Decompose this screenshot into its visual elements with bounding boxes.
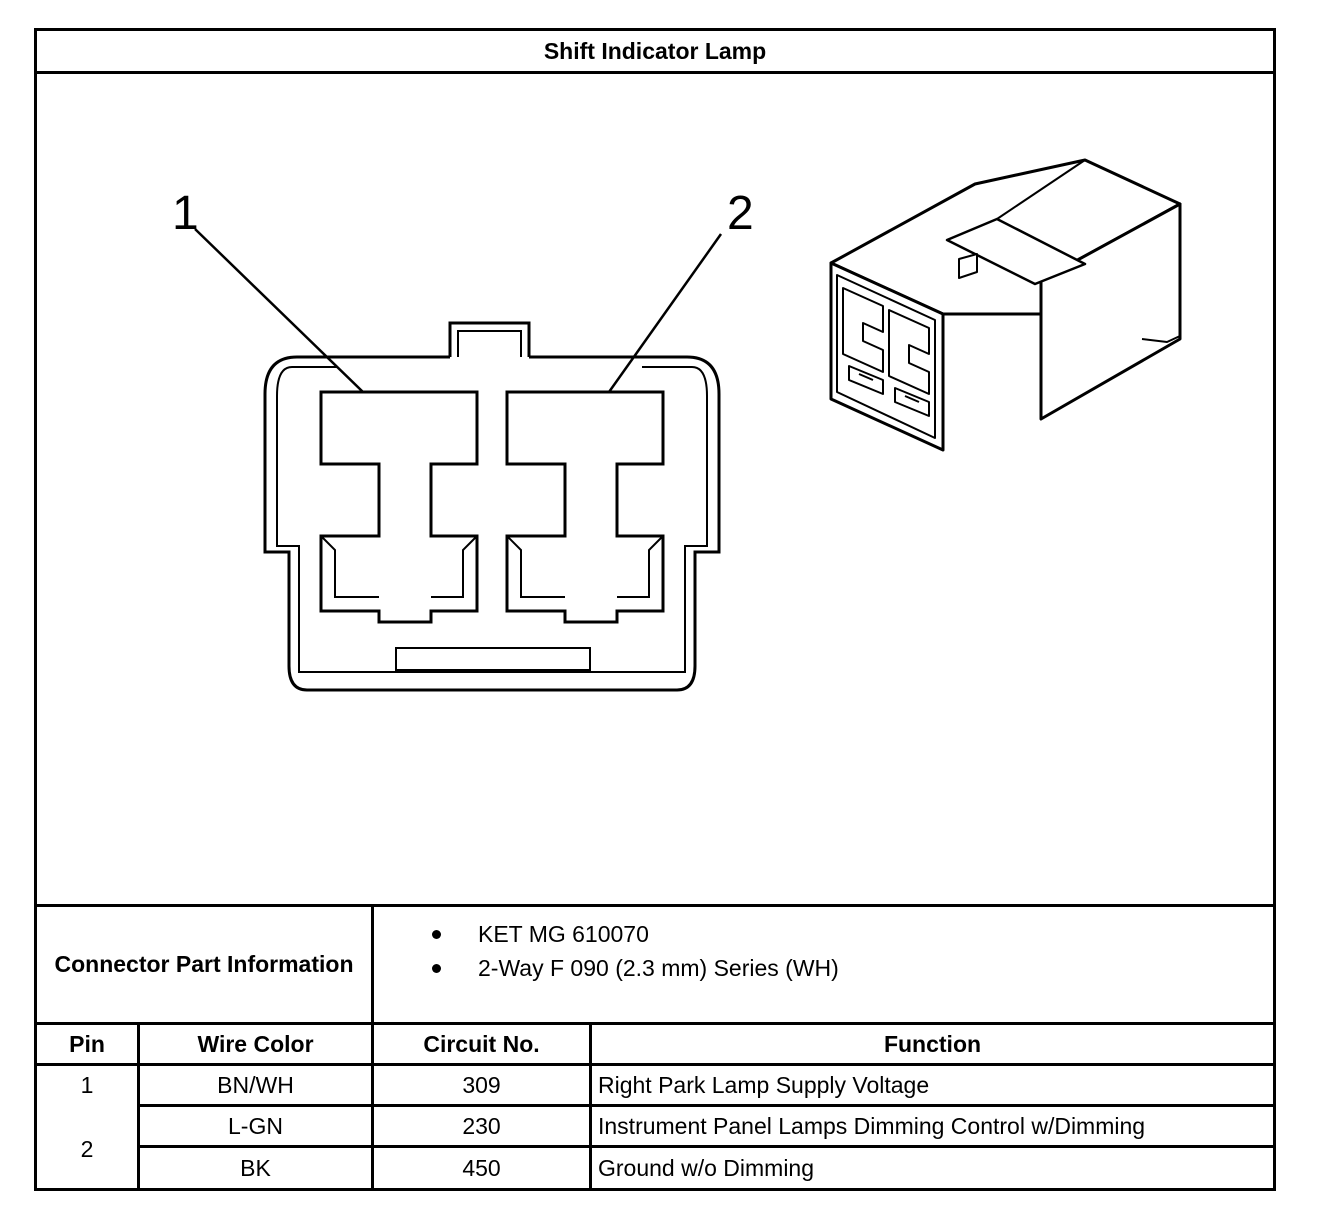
row-2-pin: 2 xyxy=(80,1135,94,1162)
page-title: Shift Indicator Lamp xyxy=(543,37,767,64)
row-1-circuit-no: 309 xyxy=(462,1071,501,1098)
callout-2-label: 2 xyxy=(727,187,754,240)
table-col-divider xyxy=(371,1025,374,1191)
header-wire-color: Wire Color xyxy=(197,1030,314,1057)
row-3-wire-color: BK xyxy=(240,1154,271,1181)
pin-merge-mask xyxy=(37,1104,137,1107)
callout-1-label: 1 xyxy=(172,187,199,240)
row-3-function: Ground w/o Dimming xyxy=(598,1154,815,1181)
table-row-divider xyxy=(37,1104,1273,1107)
row-1-wire-color: BN/WH xyxy=(217,1071,294,1098)
row-1-function: Right Park Lamp Supply Voltage xyxy=(598,1071,930,1098)
table-top-border xyxy=(37,1022,1273,1025)
connector-isometric-view xyxy=(829,158,1182,452)
title-divider xyxy=(37,71,1273,74)
info-column-divider xyxy=(371,907,374,1025)
connector-info-item: 2-Way F 090 (2.3 mm) Series (WH) xyxy=(432,951,839,985)
connector-sheet: Shift Indicator Lamp 1 2 xyxy=(34,28,1276,1191)
table-row-divider xyxy=(37,1063,1273,1066)
table-row-divider xyxy=(137,1145,1273,1148)
header-pin: Pin xyxy=(69,1030,105,1057)
callout-2-leader xyxy=(607,233,723,393)
bullet-icon xyxy=(432,929,441,939)
row-2-function: Instrument Panel Lamps Dimming Control w… xyxy=(598,1112,1146,1139)
connector-info-label: Connector Part Information xyxy=(54,951,354,977)
callout-1-leader xyxy=(194,228,364,393)
row-3-circuit-no: 450 xyxy=(462,1154,501,1181)
table-col-divider xyxy=(137,1025,140,1191)
connector-info-list: KET MG 610070 2-Way F 090 (2.3 mm) Serie… xyxy=(432,917,839,985)
header-function: Function xyxy=(883,1030,982,1057)
connector-face xyxy=(263,321,721,692)
diagram-divider xyxy=(37,904,1273,907)
header-circuit-no: Circuit No. xyxy=(423,1030,540,1057)
bullet-icon xyxy=(432,963,441,973)
row-2-wire-color: L-GN xyxy=(228,1112,283,1139)
row-2-circuit-no: 230 xyxy=(462,1112,501,1139)
row-1-pin: 1 xyxy=(80,1071,94,1098)
connector-info-item: KET MG 610070 xyxy=(432,917,839,951)
table-col-divider xyxy=(589,1025,592,1191)
connector-diagram: 1 2 xyxy=(172,158,1182,692)
